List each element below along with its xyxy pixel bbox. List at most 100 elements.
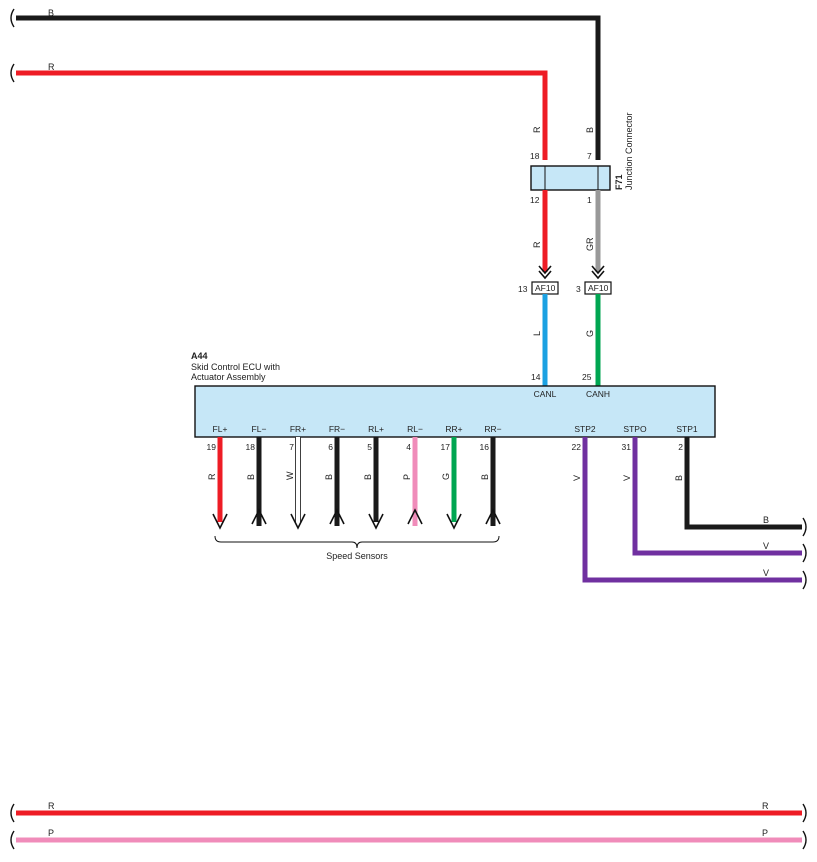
wire-code-label: B (480, 474, 490, 480)
wire-code-label: R (532, 241, 542, 248)
pin-number: 13 (518, 284, 528, 294)
ecu-terminal-label: FR+ (290, 424, 306, 434)
sensor-pin-8: RR− 16B (480, 424, 502, 526)
speed-sensors-brace (214, 535, 500, 549)
ecu-terminal-label: STPO (623, 424, 647, 434)
wire-code-label: V (763, 541, 769, 551)
sensor-pin-6: RL− 4P (402, 424, 423, 526)
speed-sensors-label: Speed Sensors (326, 551, 388, 561)
stop-wire (632, 437, 802, 556)
pin-number: 18 (246, 442, 256, 452)
sensor-pin-4: FR−6B (324, 424, 345, 526)
stop-wire (582, 437, 802, 583)
ecu-terminal-label: RL− (407, 424, 423, 434)
ecu-box (194, 385, 716, 438)
wire-code-label: P (402, 474, 412, 480)
arrow-in-icon (485, 508, 501, 525)
wire-code-label: V (763, 568, 769, 578)
sensor-pin-5: RL+5B (363, 424, 384, 530)
bottom-wire-r: R R (10, 801, 807, 823)
arrow-out-icon (212, 513, 228, 530)
wire-code-label: G (585, 330, 595, 337)
wire-code-label: B (585, 127, 595, 133)
stop-wire (684, 437, 802, 530)
wire-code-label: L (532, 331, 542, 336)
wire-break-mark (802, 570, 807, 590)
ecu-terminal-canh: CANH (586, 389, 610, 399)
wire-code-label: P (762, 828, 768, 838)
af10-connector-canh: 3 AF10 (576, 281, 612, 295)
ecu-terminal-label: STP1 (676, 424, 698, 434)
pin-number: 3 (576, 284, 581, 294)
stop-pin-stpo: STPO 31V V (622, 424, 807, 563)
wire-code-label: B (324, 474, 334, 480)
wire-break-mark (10, 8, 15, 28)
stop-lamp-pins: STP2 22V V STPO 31V V STP1 2B B (572, 424, 807, 590)
ecu-id: A44 (191, 351, 208, 361)
sensor-pin-1: FL+ 19R (207, 424, 228, 530)
arrow-out-icon (368, 513, 384, 530)
wire-code-label: R (532, 126, 542, 133)
pin-number: 19 (207, 442, 217, 452)
ecu-terminal-label: FL+ (213, 424, 228, 434)
connector-label: AF10 (535, 283, 556, 293)
ecu-terminal-label: RR+ (445, 424, 462, 434)
af10-connector-canl: 13 AF10 (518, 281, 559, 295)
ecu-terminal-label: STP2 (574, 424, 596, 434)
pin-number: 12 (530, 195, 540, 205)
wire-code-label: B (763, 515, 769, 525)
arrow-in-icon (329, 508, 345, 525)
ecu-terminal-label: RL+ (368, 424, 384, 434)
ecu-terminal-canl: CANL (534, 389, 557, 399)
junction-connector: F71 Junction Connector (530, 112, 634, 191)
wire-code-label: V (572, 475, 582, 481)
arrow-out-icon (446, 513, 462, 530)
wire-code-label: B (48, 8, 54, 18)
top-wire-b: B (10, 8, 601, 160)
pin-number: 7 (587, 151, 592, 161)
pin-number: 25 (582, 372, 592, 382)
pin-number: 1 (587, 195, 592, 205)
arrow-in-icon (407, 508, 423, 525)
wire-break-mark (802, 543, 807, 563)
wire-code-label: B (674, 475, 684, 481)
stop-pin-stp1: STP1 2B B (674, 424, 807, 537)
sensor-pin-2: FL−18B (246, 424, 267, 526)
ecu-name-line1: Skid Control ECU with (191, 362, 280, 372)
pin-number: 31 (622, 442, 632, 452)
arrow-in-icon (251, 508, 267, 525)
wire-code-label: V (622, 475, 632, 481)
ecu-terminal-label: FL− (252, 424, 267, 434)
connector-label: AF10 (588, 283, 609, 293)
pin-number: 18 (530, 151, 540, 161)
sensor-pin-3: FR+ 7W (285, 424, 306, 530)
wire-code-label: W (285, 471, 295, 480)
junction-id: F71 (614, 174, 624, 190)
wire-code-label: G (441, 473, 451, 480)
pin-number: 17 (441, 442, 451, 452)
arrow-out-icon (290, 513, 306, 530)
junction-name: Junction Connector (624, 112, 634, 190)
pin-number: 7 (289, 442, 294, 452)
sensor-pin-7: RR+ 17G (441, 424, 463, 530)
pin-number: 4 (406, 442, 411, 452)
stop-pin-stp2: STP2 22V V (572, 424, 807, 590)
wire-code-label: R (207, 473, 217, 480)
pin-number: 6 (328, 442, 333, 452)
pin-number: 22 (572, 442, 582, 452)
wire-break-mark (802, 517, 807, 537)
wire-break-mark (10, 63, 15, 83)
wire-code-label: R (48, 62, 55, 72)
ecu-name-line2: Actuator Assembly (191, 372, 266, 382)
wire-code-label: P (48, 828, 54, 838)
wire-code-label: R (762, 801, 769, 811)
top-wire-r: R (10, 62, 548, 160)
pin-number: 14 (531, 372, 541, 382)
bottom-wire-p: P P (10, 828, 807, 850)
pin-number: 2 (678, 442, 683, 452)
pin-number: 16 (480, 442, 490, 452)
connector-chevrons (538, 265, 605, 280)
wire-code-label: GR (585, 237, 595, 251)
ecu-terminal-label: RR− (484, 424, 501, 434)
